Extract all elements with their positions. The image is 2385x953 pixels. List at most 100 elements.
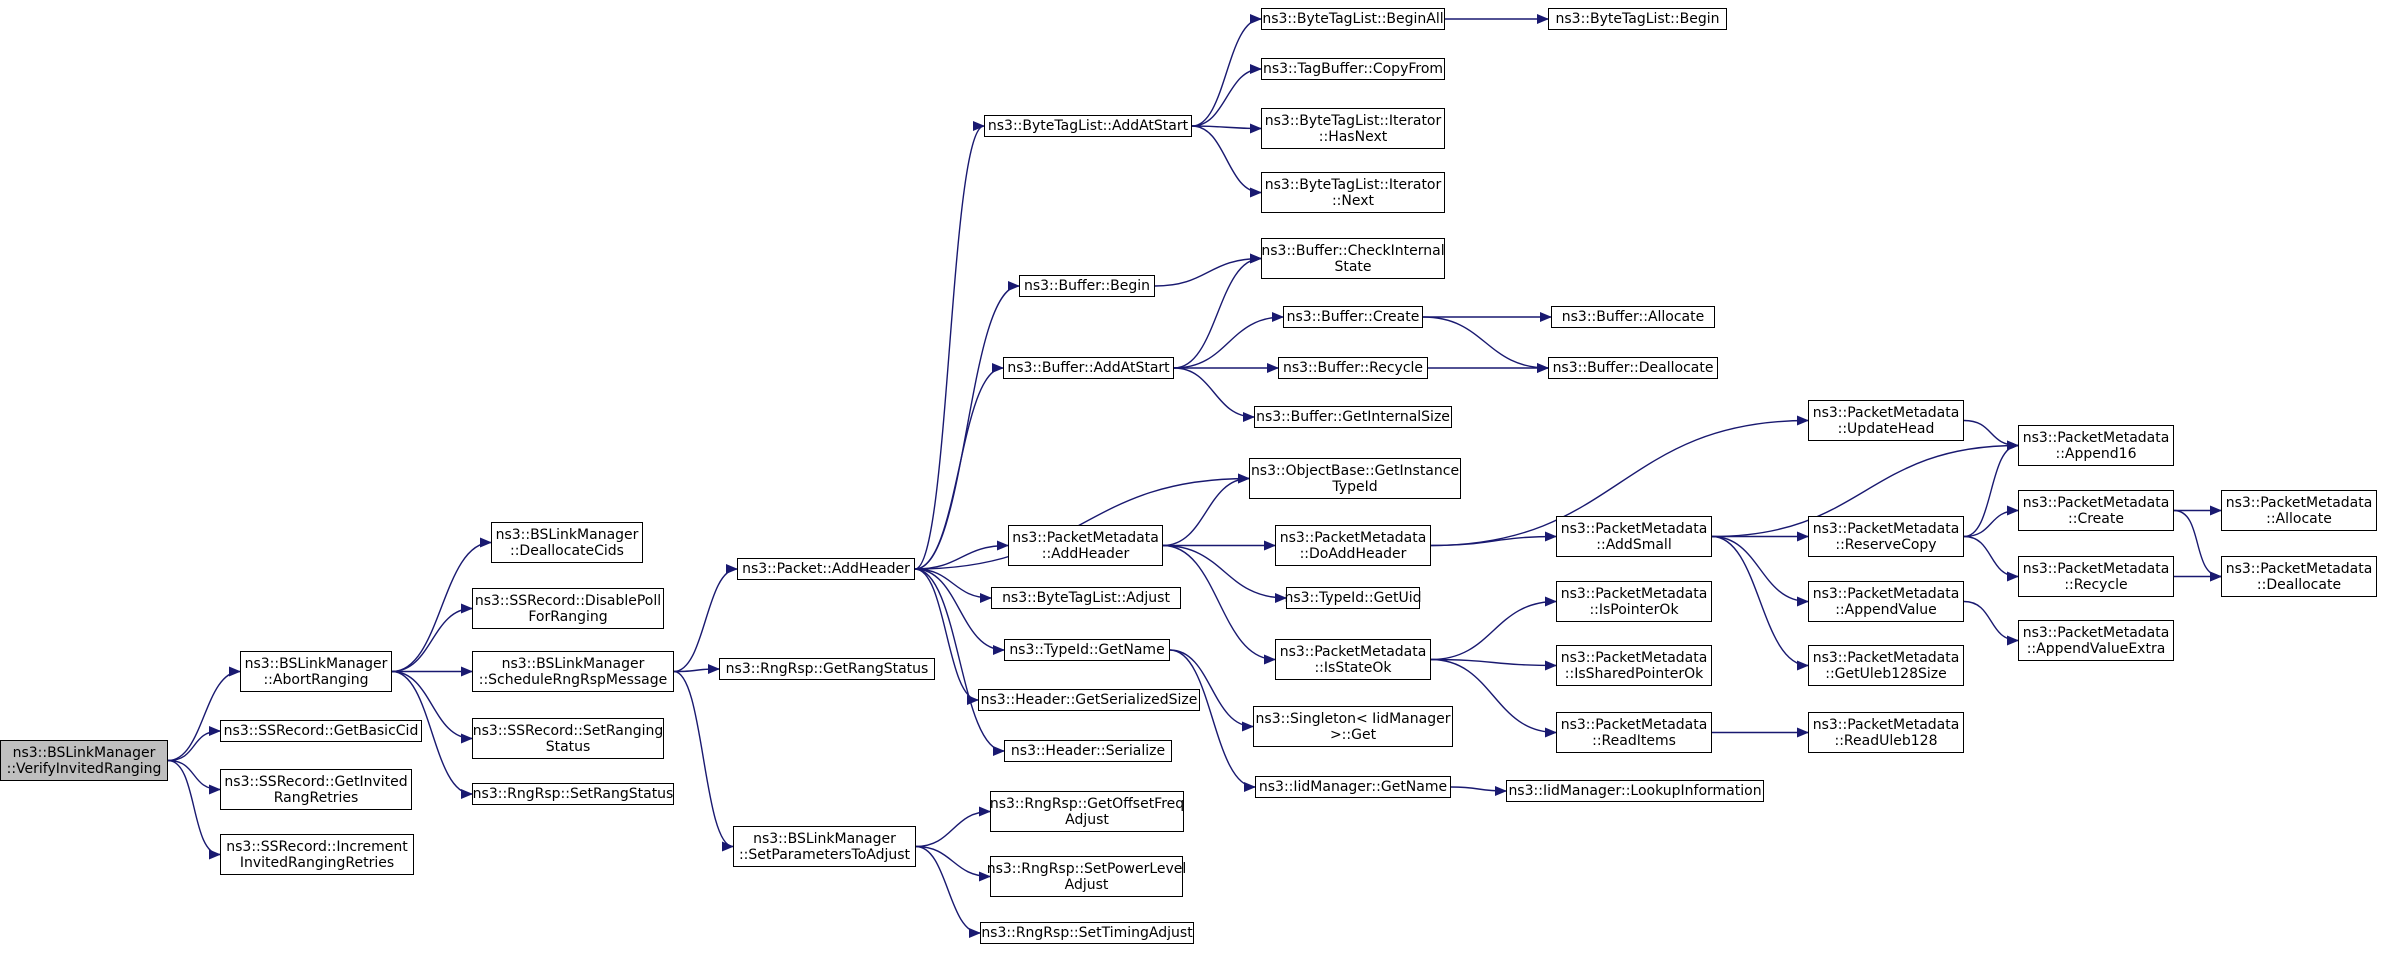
edge-n13-n27 [1191, 125, 1262, 198]
node-bytetaglist-iterator-next[interactable]: ns3::ByteTagList::Iterator::Next [1261, 172, 1445, 213]
node-label-line: ns3::Buffer::Create [1286, 309, 1420, 325]
edge-n0-n4 [167, 759, 221, 860]
node-packetmetadata-isstateok[interactable]: ns3::PacketMetadata::IsStateOk [1275, 639, 1431, 680]
edge-n35-n45 [1430, 658, 1557, 738]
node-label-line: ::Append16 [2055, 445, 2137, 462]
edge-n0-n2 [167, 726, 221, 762]
node-label-line: ns3::PacketMetadata [1279, 529, 1427, 546]
node-label-line: ns3::RngRsp::GetRangStatus [725, 661, 929, 677]
node-label-line: ns3::SSRecord::GetBasicCid [223, 723, 419, 739]
edge-n42-n50 [1711, 535, 1809, 671]
node-packetmetadata-deallocate[interactable]: ns3::PacketMetadata::Deallocate [2221, 556, 2377, 597]
node-packetmetadata-ispointerok[interactable]: ns3::PacketMetadata::IsPointerOk [1556, 581, 1712, 622]
node-bytetaglist-adjust[interactable]: ns3::ByteTagList::Adjust [991, 587, 1181, 609]
node-label-line: InvitedRangingRetries [239, 854, 395, 871]
node-packetmetadata-allocate[interactable]: ns3::PacketMetadata::Allocate [2221, 490, 2377, 531]
node-label-line: TypeId [1332, 478, 1378, 495]
node-packetmetadata-append16[interactable]: ns3::PacketMetadata::Append16 [2018, 425, 2174, 466]
edge-n1-n9 [391, 670, 473, 799]
node-packetmetadata-readuleb128[interactable]: ns3::PacketMetadata::ReadUleb128 [1808, 712, 1964, 753]
edge-n16-n35 [1162, 544, 1276, 665]
node-label-line: ::ReadUleb128 [1834, 732, 1938, 749]
edge-n0-n1 [167, 666, 241, 762]
node-label-line: ns3::ByteTagList::Begin [1555, 11, 1720, 27]
node-bslinkmanager-setparameterstoadjust[interactable]: ns3::BSLinkManager::SetParametersToAdjus… [733, 826, 916, 867]
node-buffer-deallocate[interactable]: ns3::Buffer::Deallocate [1548, 357, 1718, 379]
node-bslinkmanager-deallocatecids[interactable]: ns3::BSLinkManager::DeallocateCids [491, 522, 643, 563]
node-buffer-allocate[interactable]: ns3::Buffer::Allocate [1551, 306, 1715, 328]
edge-n48-n52 [1963, 505, 2019, 538]
node-bslinkmanager-schedulerngrspmessage[interactable]: ns3::BSLinkManager::ScheduleRngRspMessag… [472, 651, 674, 692]
node-bytetaglist-addatstart[interactable]: ns3::ByteTagList::AddAtStart [984, 115, 1192, 137]
node-label-line: RangRetries [273, 789, 359, 806]
node-packetmetadata-create[interactable]: ns3::PacketMetadata::Create [2018, 490, 2174, 531]
node-label-line: ns3::RngRsp::SetTimingAdjust [981, 925, 1193, 941]
node-label-line: ns3::Buffer::Begin [1023, 278, 1151, 294]
node-bytetaglist-beginall[interactable]: ns3::ByteTagList::BeginAll [1261, 8, 1445, 30]
node-iidmanager-lookupinformation[interactable]: ns3::IidManager::LookupInformation [1506, 780, 1764, 802]
node-rngrsp-setrangstatus[interactable]: ns3::RngRsp::SetRangStatus [472, 783, 674, 805]
node-label-line: State [1334, 258, 1372, 275]
node-label-line: ForRanging [528, 608, 608, 625]
node-packetmetadata-getuleb128size[interactable]: ns3::PacketMetadata::GetUleb128Size [1808, 645, 1964, 686]
node-packetmetadata-addsmall[interactable]: ns3::PacketMetadata::AddSmall [1556, 516, 1712, 557]
node-packetmetadata-doaddheader[interactable]: ns3::PacketMetadata::DoAddHeader [1275, 525, 1431, 566]
edge-n35-n44 [1430, 658, 1557, 671]
node-label-line: ns3::TypeId::GetName [1009, 642, 1165, 658]
node-label-line: ns3::Header::Serialize [1010, 743, 1166, 759]
edge-n13-n25 [1191, 64, 1262, 127]
node-packetmetadata-readitems[interactable]: ns3::PacketMetadata::ReadItems [1556, 712, 1712, 753]
node-buffer-begin[interactable]: ns3::Buffer::Begin [1019, 275, 1155, 297]
node-label-line: ns3::Buffer::Allocate [1561, 309, 1705, 325]
node-buffer-recycle[interactable]: ns3::Buffer::Recycle [1278, 357, 1428, 379]
node-rngrsp-settimingadjust[interactable]: ns3::RngRsp::SetTimingAdjust [980, 922, 1194, 944]
node-buffer-getinternalsize[interactable]: ns3::Buffer::GetInternalSize [1254, 406, 1452, 428]
node-buffer-create[interactable]: ns3::Buffer::Create [1283, 306, 1423, 328]
node-packetmetadata-recycle[interactable]: ns3::PacketMetadata::Recycle [2018, 556, 2174, 597]
edge-n33-n42 [1430, 531, 1557, 547]
node-rngrsp-getrangstatus[interactable]: ns3::RngRsp::GetRangStatus [719, 658, 935, 680]
node-tagbuffer-copyfrom[interactable]: ns3::TagBuffer::CopyFrom [1261, 58, 1445, 80]
node-label-line: ns3::RngRsp::SetRangStatus [472, 786, 674, 802]
node-packetmetadata-reservecopy[interactable]: ns3::PacketMetadata::ReserveCopy [1808, 516, 1964, 557]
node-singleton-iidmanager-get[interactable]: ns3::Singleton< IidManager>::Get [1253, 706, 1453, 747]
node-label-line: ns3::BSLinkManager [495, 526, 639, 543]
node-typeid-getname[interactable]: ns3::TypeId::GetName [1004, 639, 1170, 661]
node-label-line: ns3::Buffer::GetInternalSize [1256, 409, 1450, 425]
node-packetmetadata-addheader[interactable]: ns3::PacketMetadata::AddHeader [1008, 525, 1163, 566]
node-packet-addheader[interactable]: ns3::Packet::AddHeader [737, 558, 915, 580]
node-buffer-addatstart[interactable]: ns3::Buffer::AddAtStart [1003, 357, 1174, 379]
node-header-serialize[interactable]: ns3::Header::Serialize [1004, 740, 1172, 762]
node-packetmetadata-appendvalue[interactable]: ns3::PacketMetadata::AppendValue [1808, 581, 1964, 622]
edge-n29-n40 [1422, 316, 1549, 373]
node-bslinkmanager-abortranging[interactable]: ns3::BSLinkManager::AbortRanging [240, 651, 392, 692]
node-header-getserializedsize[interactable]: ns3::Header::GetSerializedSize [978, 689, 1200, 711]
node-packetmetadata-appendvalueextra[interactable]: ns3::PacketMetadata::AppendValueExtra [2018, 620, 2174, 661]
edge-n18-n36 [1169, 649, 1254, 732]
node-bytetaglist-iterator-hasnext[interactable]: ns3::ByteTagList::Iterator::HasNext [1261, 108, 1445, 149]
node-label-line: ns3::PacketMetadata [2022, 624, 2170, 641]
edge-n1-n5 [391, 537, 492, 673]
node-packetmetadata-issharedpointerok[interactable]: ns3::PacketMetadata::IsSharedPointerOk [1556, 645, 1712, 686]
edge-n42-n47 [1711, 440, 2019, 538]
node-label-line: ns3::Buffer::AddAtStart [1007, 360, 1170, 376]
node-ssrecord-getbasiccid[interactable]: ns3::SSRecord::GetBasicCid [220, 720, 422, 742]
node-packetmetadata-updatehead[interactable]: ns3::PacketMetadata::UpdateHead [1808, 400, 1964, 441]
edge-n10-n32 [914, 473, 1250, 570]
node-iidmanager-getname[interactable]: ns3::IidManager::GetName [1255, 776, 1451, 798]
node-label-line: ::GetUleb128Size [1825, 665, 1947, 682]
node-label-line: ns3::Header::GetSerializedSize [980, 692, 1198, 708]
node-bytetaglist-begin[interactable]: ns3::ByteTagList::Begin [1548, 8, 1727, 30]
edge-n48-n53 [1963, 535, 2019, 582]
node-typeid-getuid[interactable]: ns3::TypeId::GetUid [1284, 587, 1422, 609]
node-label-line: ns3::RngRsp::SetPowerLevel [986, 860, 1187, 877]
edge-n15-n31 [1173, 367, 1255, 422]
